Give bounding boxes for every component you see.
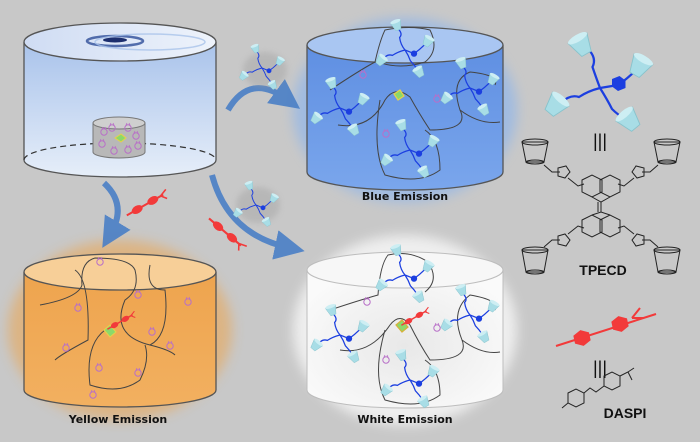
yellow-emission-cylinder — [8, 240, 232, 420]
arrow-initial-to-yellow — [101, 180, 169, 248]
tpe-core-emitter — [103, 324, 117, 338]
cd-cup-icon — [521, 138, 549, 165]
tpecd-equivalence-symbol: ||| — [593, 131, 607, 151]
daspi-cartoon — [555, 307, 657, 347]
arrow-initial-to-blue — [225, 43, 301, 112]
water-ripple-outer — [94, 33, 206, 51]
tpe-core-emitter — [393, 89, 405, 101]
daspi-chemical-structure — [561, 367, 635, 409]
white-emission-cylinder — [293, 235, 517, 425]
host-guest-complex-vial — [92, 116, 146, 159]
blue-emission-cylinder — [293, 18, 517, 202]
dashed-back-edge — [23, 142, 217, 161]
initial-state-cylinder — [23, 22, 217, 178]
cd-cup-icon — [521, 246, 549, 275]
blue-emission-label: Blue Emission — [362, 190, 448, 203]
tpecd-cartoon — [540, 28, 656, 136]
tpecd-chemical-structure — [521, 138, 681, 275]
cd-cup-icon — [653, 138, 681, 165]
water-drop-center — [103, 37, 127, 43]
daspi-equivalence-symbol: ||| — [593, 358, 607, 378]
tpecd-label: TPECD — [579, 262, 626, 278]
tpe-core-emitter — [395, 319, 409, 333]
yellow-emission-label: Yellow Emission — [68, 413, 168, 426]
daspi-label: DASPI — [604, 405, 647, 421]
cd-cup-icon — [653, 246, 681, 275]
white-emission-label: White Emission — [357, 413, 452, 426]
arrow-initial-to-white — [207, 174, 305, 260]
